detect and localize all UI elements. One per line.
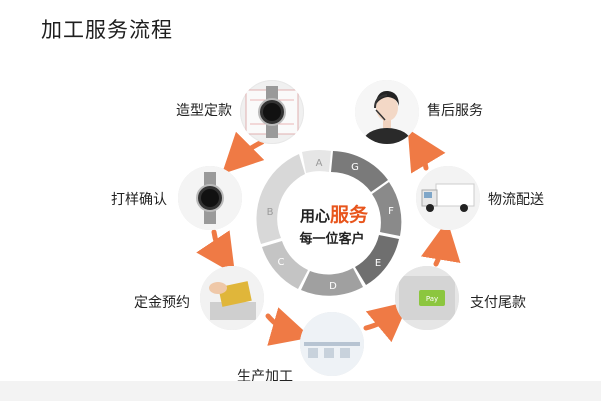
center-slogan-line1: 用心服务: [300, 203, 369, 226]
ring-segment-c: [262, 241, 308, 289]
pay-key-icon: Pay: [395, 266, 459, 330]
arrow-1: [221, 131, 265, 175]
arrow-4: [363, 301, 410, 343]
arrow-3: [265, 307, 312, 346]
flow-arrows: [196, 128, 461, 346]
step-label-4: 支付尾款: [470, 295, 526, 311]
arrow-6: [407, 128, 446, 174]
sample-watch-icon: [178, 166, 242, 230]
watch-blueprint-icon: [240, 80, 304, 144]
ring-segment-b: [256, 154, 305, 244]
step-label-7: 打样确认: [111, 192, 167, 208]
ring-segment-f: [372, 182, 402, 236]
ring-letter-g: G: [351, 162, 359, 173]
bottom-band: [0, 381, 601, 401]
step-label-1: 造型定款: [176, 103, 232, 119]
step-label-6: 定金预约: [134, 295, 190, 311]
arrow-5: [420, 220, 461, 267]
step-label-3: 物流配送: [488, 192, 544, 208]
ring-segment-e: [355, 235, 399, 285]
ring-segment-d: [301, 268, 363, 296]
ring-letter-c: C: [278, 257, 285, 268]
ring-letter-d: D: [329, 281, 337, 292]
center-ring: [256, 149, 402, 296]
ring-letter-a: A: [316, 158, 323, 169]
ring-letter-e: E: [375, 258, 381, 269]
ring-segment-g: [331, 151, 388, 192]
page-title: 加工服务流程: [41, 18, 173, 42]
svg-text:Pay: Pay: [426, 295, 438, 303]
factory-line-icon: [300, 312, 364, 376]
arrow-2: [196, 229, 236, 275]
ring-letter-b: B: [267, 207, 274, 218]
headset-operator-icon: [355, 80, 419, 144]
delivery-truck-icon: [416, 166, 480, 230]
ring-segment-a: [302, 149, 331, 173]
center-slogan-line2: 每一位客户: [299, 231, 364, 247]
card-payment-icon: [200, 266, 264, 330]
ring-letter-f: F: [388, 206, 394, 217]
step-label-2: 售后服务: [427, 103, 483, 119]
